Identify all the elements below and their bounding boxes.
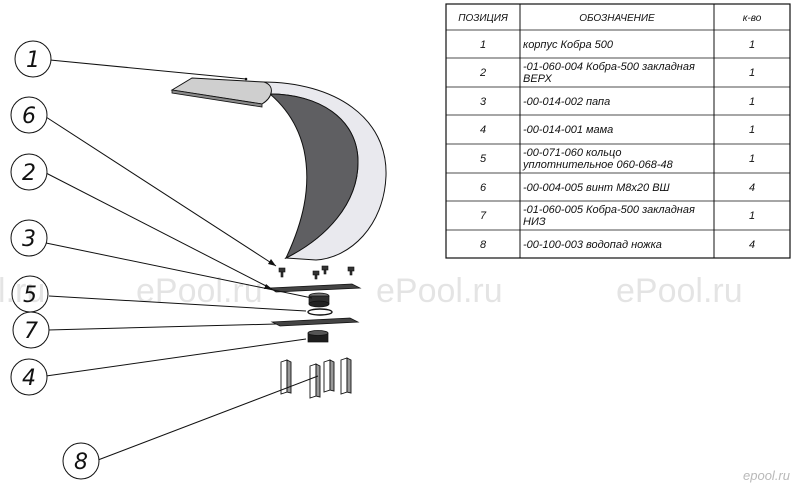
svg-text:-01-060-005 Кобра-500 закладна: -01-060-005 Кобра-500 закладная: [523, 204, 695, 216]
callout-3: 3: [10, 219, 48, 257]
callout-7: 7: [12, 311, 50, 349]
table-row: 4 -00-014-001 мама 1: [480, 124, 755, 136]
watermark-text: ePool.ru: [616, 272, 743, 310]
callout-2: 2: [10, 153, 48, 191]
watermark-text: ePool.ru: [136, 272, 263, 310]
watermark: l.ru ePool.ru ePool.ru ePool.ru: [0, 272, 743, 310]
callout-1: 1: [14, 40, 52, 78]
leader-arrowheads: [264, 259, 276, 289]
svg-text:1: 1: [480, 39, 486, 51]
table-row: 6 -00-004-005 винт М8х20 ВШ 4: [480, 182, 755, 194]
svg-text:1: 1: [749, 67, 755, 79]
upper-insert-plate: [268, 283, 362, 293]
parts-table: ПОЗИЦИЯ ОБОЗНАЧЕНИЕ к-во 1 корпус Кобра …: [445, 3, 791, 259]
svg-text:2: 2: [22, 161, 36, 186]
screws: [278, 265, 355, 280]
svg-text:-00-071-060 кольцо: -00-071-060 кольцо: [523, 147, 621, 159]
svg-text:3: 3: [22, 227, 36, 252]
lower-insert-plate: [270, 317, 360, 327]
svg-text:4: 4: [749, 182, 755, 194]
watermark-text: l.ru: [0, 272, 45, 310]
callout-4: 4: [10, 358, 48, 396]
svg-text:-00-014-001 мама: -00-014-001 мама: [523, 124, 613, 136]
svg-text:2: 2: [479, 67, 486, 79]
svg-text:5: 5: [23, 283, 37, 308]
female-fitting: [307, 330, 329, 343]
svg-text:1: 1: [26, 48, 40, 73]
spout-inner-face: [268, 93, 359, 260]
table-row: 7 -01-060-005 Кобра-500 закладная НИЗ 1: [480, 204, 755, 228]
svg-text:ВЕРХ: ВЕРХ: [523, 73, 553, 85]
header-position: ПОЗИЦИЯ: [458, 13, 508, 24]
svg-text:6: 6: [22, 104, 36, 129]
header-quantity: к-во: [743, 13, 762, 24]
callout-6: 6: [10, 96, 48, 134]
svg-text:4: 4: [22, 366, 36, 391]
svg-text:8: 8: [74, 450, 88, 475]
table-row: 5 -00-071-060 кольцо уплотнительное 060-…: [480, 147, 755, 171]
male-fitting: [308, 292, 330, 308]
callout-8: 8: [62, 442, 100, 480]
svg-text:-00-004-005 винт М8х20 ВШ: -00-004-005 винт М8х20 ВШ: [523, 182, 671, 194]
svg-text:6: 6: [480, 182, 487, 194]
leader-lines: [45, 59, 319, 461]
svg-text:1: 1: [749, 96, 755, 108]
svg-text:5: 5: [480, 153, 487, 165]
svg-text:уплотнительное 060-068-48: уплотнительное 060-068-48: [522, 159, 674, 171]
svg-text:1: 1: [749, 124, 755, 136]
svg-text:3: 3: [480, 96, 487, 108]
svg-text:7: 7: [24, 319, 38, 344]
svg-text:НИЗ: НИЗ: [523, 216, 546, 228]
assembly-illustration: [170, 77, 387, 399]
watermark-text: ePool.ru: [376, 272, 503, 310]
legs: [280, 357, 352, 399]
svg-text:4: 4: [749, 239, 755, 251]
header-designation: ОБОЗНАЧЕНИЕ: [579, 13, 655, 24]
o-ring: [307, 308, 333, 316]
svg-text:7: 7: [480, 210, 487, 222]
site-logo: epool.ru: [743, 468, 790, 483]
svg-text:1: 1: [749, 153, 755, 165]
table-row: 2 -01-060-004 Кобра-500 закладная ВЕРХ 1: [479, 61, 755, 85]
table-row: 1 корпус Кобра 500 1: [480, 39, 755, 51]
svg-text:8: 8: [480, 239, 487, 251]
svg-text:-00-100-003 водопад ножка: -00-100-003 водопад ножка: [523, 239, 662, 251]
svg-text:корпус Кобра 500: корпус Кобра 500: [523, 39, 614, 51]
table-row: 8 -00-100-003 водопад ножка 4: [480, 239, 755, 251]
svg-text:4: 4: [480, 124, 486, 136]
svg-text:-01-060-004 Кобра-500 закладна: -01-060-004 Кобра-500 закладная: [523, 61, 695, 73]
svg-text:1: 1: [749, 39, 755, 51]
table-header: ПОЗИЦИЯ ОБОЗНАЧЕНИЕ к-во: [458, 13, 762, 24]
callout-5: 5: [11, 275, 49, 313]
callouts: 1 6 2 3 5 7 4 8: [10, 40, 100, 480]
table-row: 3 -00-014-002 папа 1: [480, 96, 755, 108]
svg-text:-00-014-002 папа: -00-014-002 папа: [523, 96, 610, 108]
svg-text:1: 1: [749, 210, 755, 222]
spout-top-plate: [170, 77, 272, 105]
